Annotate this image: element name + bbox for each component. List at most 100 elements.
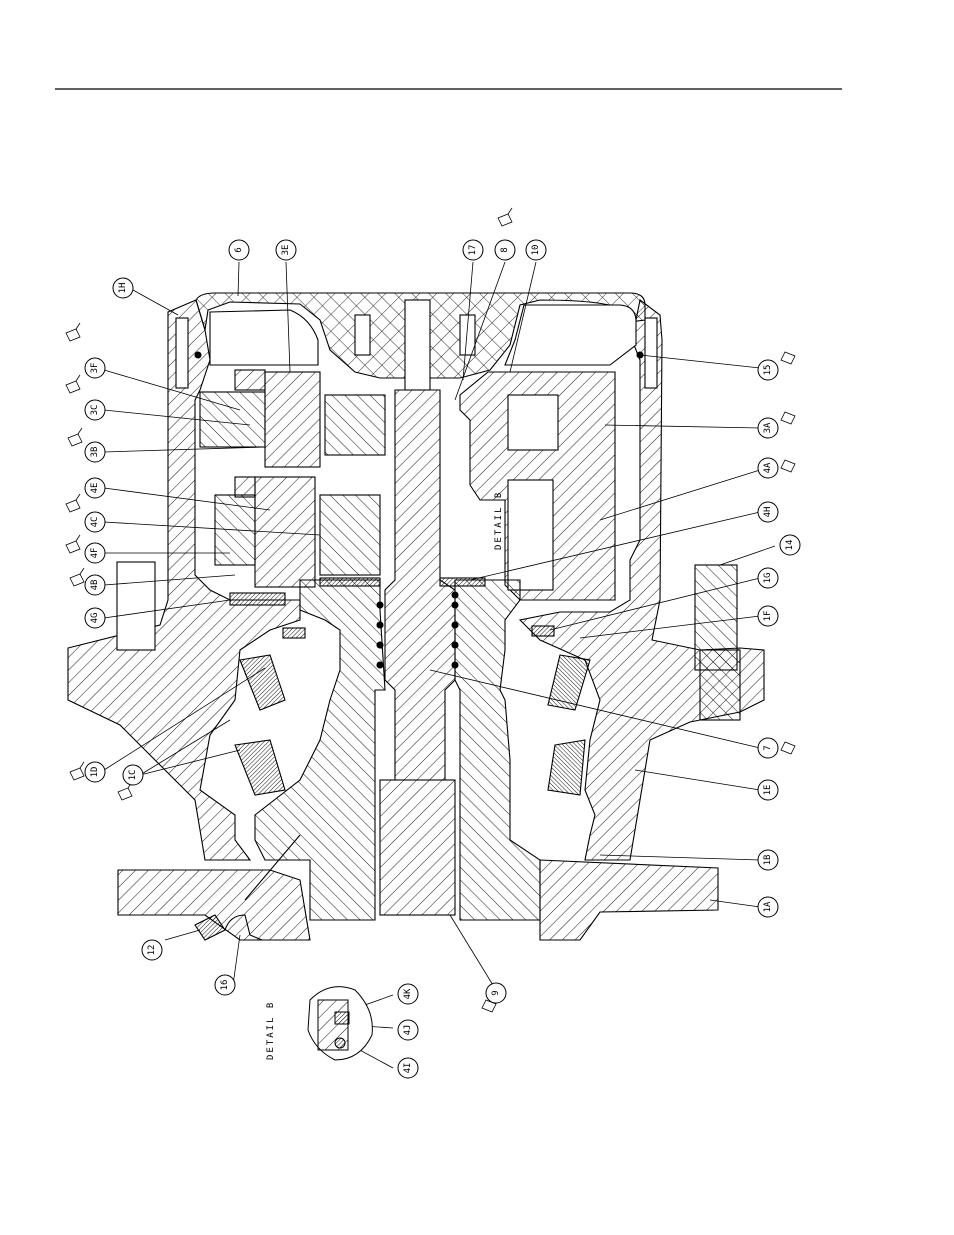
ring-gear-3A-pocket [508,395,558,450]
callout-7: 7 [758,738,778,758]
callout-label: 4C [90,517,100,528]
bearing-lower-right [548,740,585,795]
thrust-washer-left-top [320,578,380,586]
callout-label: 1G [763,573,773,584]
callout-1e: 1E [758,780,778,800]
callout-1f: 1F [758,606,778,626]
detail-b-label-inline: DETAIL B [494,491,504,550]
carrier-4-plate [235,477,255,497]
callout-4e: 4E [85,478,105,498]
output-shaft-9 [380,780,455,915]
callout-3a: 3A [758,418,778,438]
cover-left-chamber [210,310,318,365]
callout-1g: 1G [758,568,778,588]
callout-4i: 4I [398,1058,418,1078]
callout-label: 1D [90,767,100,778]
callout-label: 10 [531,245,541,256]
screw-right [460,315,475,355]
planet-gear-3C [200,392,265,447]
planet-gear-3E [265,372,320,467]
callout-label: 12 [147,945,157,956]
callout-1h: 1H [113,278,133,298]
callout-4h: 4H [758,502,778,522]
callout-label: 1H [118,283,128,294]
callout-3b: 3B [85,442,105,462]
callout-label: 4J [403,1025,413,1036]
detail-b-label-inset: DETAIL B [266,1001,276,1060]
callout-4c: 4C [85,512,105,532]
carrier-3-plate [235,370,265,390]
callout-label: 3B [90,447,100,458]
callout-9: 9 [486,983,506,1003]
callout-15: 15 [758,360,778,380]
cover-right-chamber [505,305,636,365]
callout-1a: 1A [758,897,778,917]
ring-gear-4A-pocket [508,480,553,590]
callout-label: 4I [403,1063,413,1074]
carrier-4-hub [320,495,380,575]
callout-label: 1A [763,901,773,912]
cover-bolt-right [645,318,657,388]
callout-4k: 4K [398,984,418,1004]
callout-1d: 1D [85,762,105,782]
callout-label: 4H [763,507,773,518]
callout-label: 4K [403,988,413,999]
callout-4g: 4G [85,608,105,628]
callout-label: 1C [128,770,138,781]
wheel-stud-left [117,562,155,650]
callout-6: 6 [229,240,249,260]
callout-4b: 4B [85,575,105,595]
callout-3e: 3E [276,240,296,260]
spindle-left [255,580,385,920]
callout-1b: 1B [758,850,778,870]
thrust-washer-4G [230,593,285,605]
callout-label: 14 [785,540,795,551]
callout-label: 7 [763,745,773,750]
screw-left [355,315,370,355]
callout-label: 4B [90,580,100,591]
callout-17: 17 [463,240,483,260]
callout-8: 8 [495,240,515,260]
callout-10: 10 [526,240,546,260]
callout-label: 3E [281,245,291,256]
callout-label: 1E [763,785,773,796]
callout-label: 15 [763,365,773,376]
wheel-stud-right-lower [700,650,740,720]
callout-3c: 3C [85,400,105,420]
callout-label: 1F [763,611,773,622]
callout-label: 17 [468,245,478,256]
callout-label: 4A [763,462,773,473]
callout-label: 1B [763,855,773,866]
callout-label: 4G [90,613,100,624]
thrust-washer-4H [440,578,485,586]
bearing-upper-right [548,655,590,710]
seal-left-upper [283,628,305,638]
callout-4j: 4J [398,1020,418,1040]
callout-label: 3F [90,363,100,374]
bearing-lower-left [235,740,285,795]
callout-4f: 4F [85,543,105,563]
callout-16: 16 [215,975,235,995]
spindle-right [455,580,540,920]
bearing-upper-left [240,655,285,710]
callout-label: 16 [220,980,230,991]
callout-3f: 3F [85,358,105,378]
seal-1G [532,626,554,636]
cover-bolt-left [176,318,188,388]
callout-14: 14 [780,535,800,555]
callout-label: 8 [500,247,510,252]
mount-flange-right [540,860,718,940]
detail-b-inset [308,987,372,1060]
callout-label: 3C [90,405,100,416]
callout-label: 9 [491,990,501,995]
callout-label: 3A [763,422,773,433]
callout-12: 12 [142,940,162,960]
carrier-3-hub [325,395,385,455]
callout-1c: 1C [123,765,143,785]
callout-label: 6 [234,247,244,252]
callout-4a: 4A [758,458,778,478]
callout-label: 4F [90,548,100,559]
center-plug [405,300,430,390]
